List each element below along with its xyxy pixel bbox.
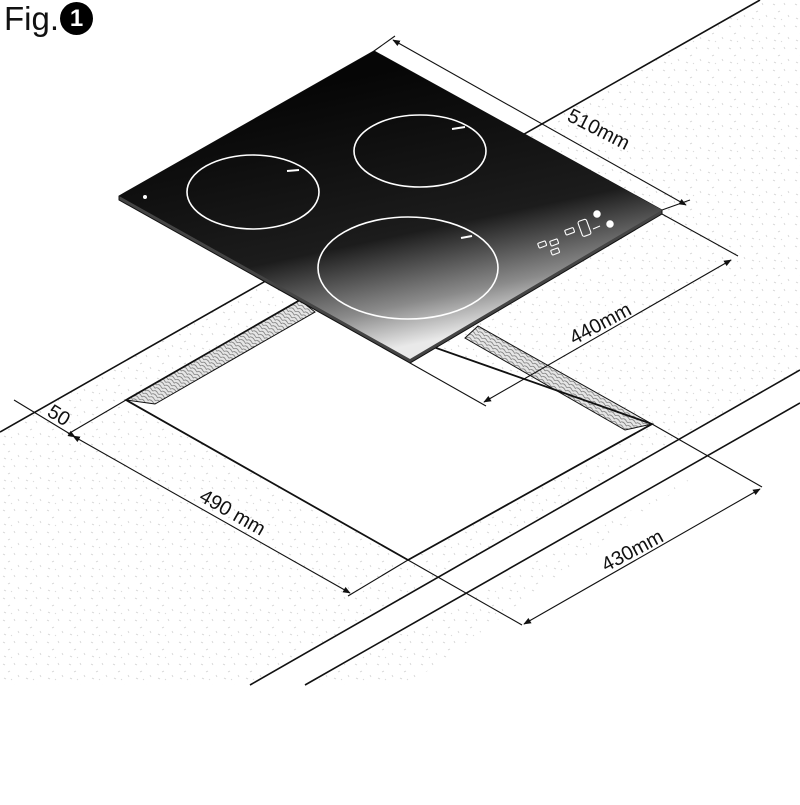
control-display xyxy=(577,218,592,237)
below-worktop-area xyxy=(0,685,800,800)
control-mark xyxy=(592,225,601,230)
cutout-opening xyxy=(126,300,652,560)
control-knob xyxy=(593,210,601,218)
dimension-lines xyxy=(13,35,763,626)
figure-prefix: Fig. xyxy=(4,0,60,37)
control-knob xyxy=(606,220,614,228)
hob-corner-mark xyxy=(143,195,147,199)
figure-label: Fig. 1 xyxy=(4,0,94,37)
control-button xyxy=(550,247,561,256)
control-button xyxy=(537,240,548,249)
zone-indicator-left xyxy=(286,169,300,172)
control-button xyxy=(549,238,560,247)
cooking-zone-left xyxy=(186,154,320,230)
control-panel xyxy=(537,210,614,256)
figure-number-badge: 1 xyxy=(60,2,94,35)
control-button xyxy=(564,227,575,236)
zone-indicator-front xyxy=(460,235,473,239)
